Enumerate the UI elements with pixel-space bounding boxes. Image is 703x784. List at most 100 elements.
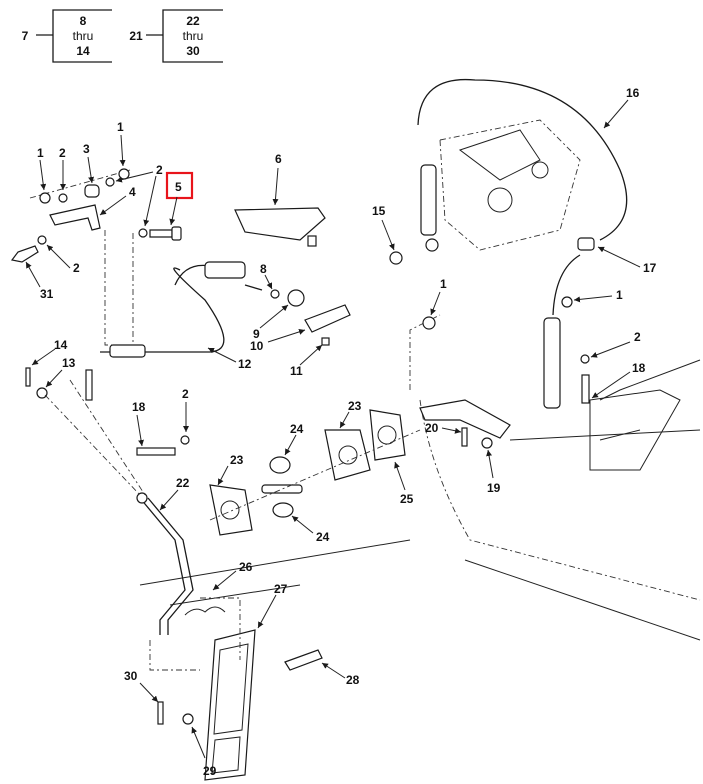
callout-19: 19 — [486, 449, 501, 495]
nut-1 — [118, 168, 130, 180]
callout-9: 9 — [253, 304, 289, 341]
bushing-3 — [84, 184, 100, 198]
callout-label: 9 — [253, 327, 260, 341]
vehicle-floor-outline — [139, 314, 701, 641]
lever-arm — [419, 399, 511, 439]
callout-23: 23 — [339, 399, 362, 429]
callout-6: 6 — [272, 152, 282, 206]
callout-29: 29 — [191, 726, 217, 778]
callout-label: 20 — [425, 421, 439, 435]
rod-22 — [139, 497, 186, 635]
group-range-end: 14 — [76, 44, 90, 58]
callout-1: 1 — [573, 288, 623, 303]
rod-eye — [136, 492, 148, 504]
cotter-pin-14 — [25, 367, 31, 387]
group-range-thru: thru — [183, 29, 204, 43]
clip-17 — [577, 237, 595, 251]
bushing-24 — [272, 502, 294, 518]
plate-23 — [324, 429, 371, 481]
callout-label: 14 — [54, 338, 68, 352]
callout-26: 26 — [212, 560, 253, 591]
group-ref-21: 21 22 thru 30 — [129, 9, 223, 63]
bracket-6 — [234, 207, 326, 241]
fastener-11 — [321, 337, 330, 346]
callout-label: 19 — [487, 481, 501, 495]
callout-label: 23 — [348, 399, 362, 413]
washer-8 — [270, 289, 280, 299]
pedal-assembly — [25, 367, 323, 781]
bolt-18 — [136, 447, 176, 456]
callout-label: 18 — [132, 400, 146, 414]
callout-1: 1 — [430, 277, 447, 316]
callout-12: 12 — [207, 347, 252, 371]
callout-label: 1 — [117, 120, 124, 134]
callout-label: 31 — [40, 287, 54, 301]
bolt-5-head — [171, 226, 182, 241]
callout-label: 13 — [62, 356, 76, 370]
callout-label: 18 — [632, 361, 646, 375]
cable-end — [109, 344, 146, 358]
bolt-5 — [149, 229, 173, 238]
callout-label: 3 — [83, 142, 90, 156]
callout-label: 16 — [626, 86, 640, 100]
washer-2 — [37, 235, 47, 245]
washer-2 — [105, 177, 115, 187]
callout-14: 14 — [31, 338, 68, 366]
group-range-start: 8 — [80, 14, 87, 28]
callout-label: 12 — [238, 357, 252, 371]
callout-20: 20 — [425, 421, 462, 435]
callout-24: 24 — [284, 422, 304, 456]
callout-2: 2 — [590, 330, 641, 358]
link-stud — [85, 369, 93, 401]
plate-23 — [209, 484, 253, 536]
callout-label: 10 — [250, 339, 264, 353]
highlight-box — [165, 171, 194, 200]
callout-5-highlighted[interactable]: 5 — [165, 171, 194, 226]
callout-label: 30 — [124, 669, 138, 683]
group-ref-7: 7 8 thru 14 — [22, 9, 112, 63]
callout-label: 11 — [290, 364, 303, 378]
callout-23: 23 — [217, 453, 244, 486]
callout-label: 23 — [230, 453, 244, 467]
callout-label: 5 — [175, 180, 182, 194]
callout-label: 17 — [643, 261, 657, 275]
callout-15: 15 — [372, 204, 395, 251]
gasket-25 — [369, 409, 406, 461]
callout-1: 1 — [37, 146, 47, 191]
nut-9 — [287, 289, 305, 307]
callouts: 1 2 3 1 2 4 5 2 31 6 8 9 10 11 12 14 13 … — [25, 86, 657, 778]
callout-2: 2 — [115, 163, 163, 183]
cotter-pin-30 — [157, 701, 164, 725]
bolt-18 — [581, 374, 590, 404]
cable-eye — [425, 238, 439, 252]
cable-16 — [417, 78, 628, 241]
pin-28 — [284, 649, 323, 671]
callout-label: 24 — [290, 422, 304, 436]
callout-label: 1 — [37, 146, 44, 160]
nut-1 — [422, 316, 436, 330]
callout-13: 13 — [45, 356, 76, 388]
callout-label: 2 — [156, 163, 163, 177]
callout-3: 3 — [83, 142, 95, 184]
callout-2: 2 — [59, 146, 66, 190]
callout-label: 1 — [616, 288, 623, 302]
callout-label: 2 — [634, 330, 641, 344]
cotter-pin-20 — [461, 427, 468, 447]
callout-27: 27 — [257, 582, 288, 629]
callout-4: 4 — [99, 185, 136, 216]
callout-label: 27 — [274, 582, 288, 596]
group-ref-label: 7 — [22, 29, 29, 43]
callout-label: 15 — [372, 204, 386, 218]
right-cable-assembly — [419, 254, 681, 471]
washer-19 — [481, 437, 493, 449]
bracket-6-stud — [307, 235, 317, 247]
callout-31: 31 — [25, 261, 54, 301]
washer-13 — [36, 387, 48, 399]
callout-2: 2 — [46, 244, 80, 275]
pedal-27 — [204, 629, 256, 781]
callout-label: 25 — [400, 492, 414, 506]
bushing-24 — [269, 456, 291, 474]
nut-1 — [39, 192, 51, 204]
callout-24: 24 — [291, 515, 330, 544]
